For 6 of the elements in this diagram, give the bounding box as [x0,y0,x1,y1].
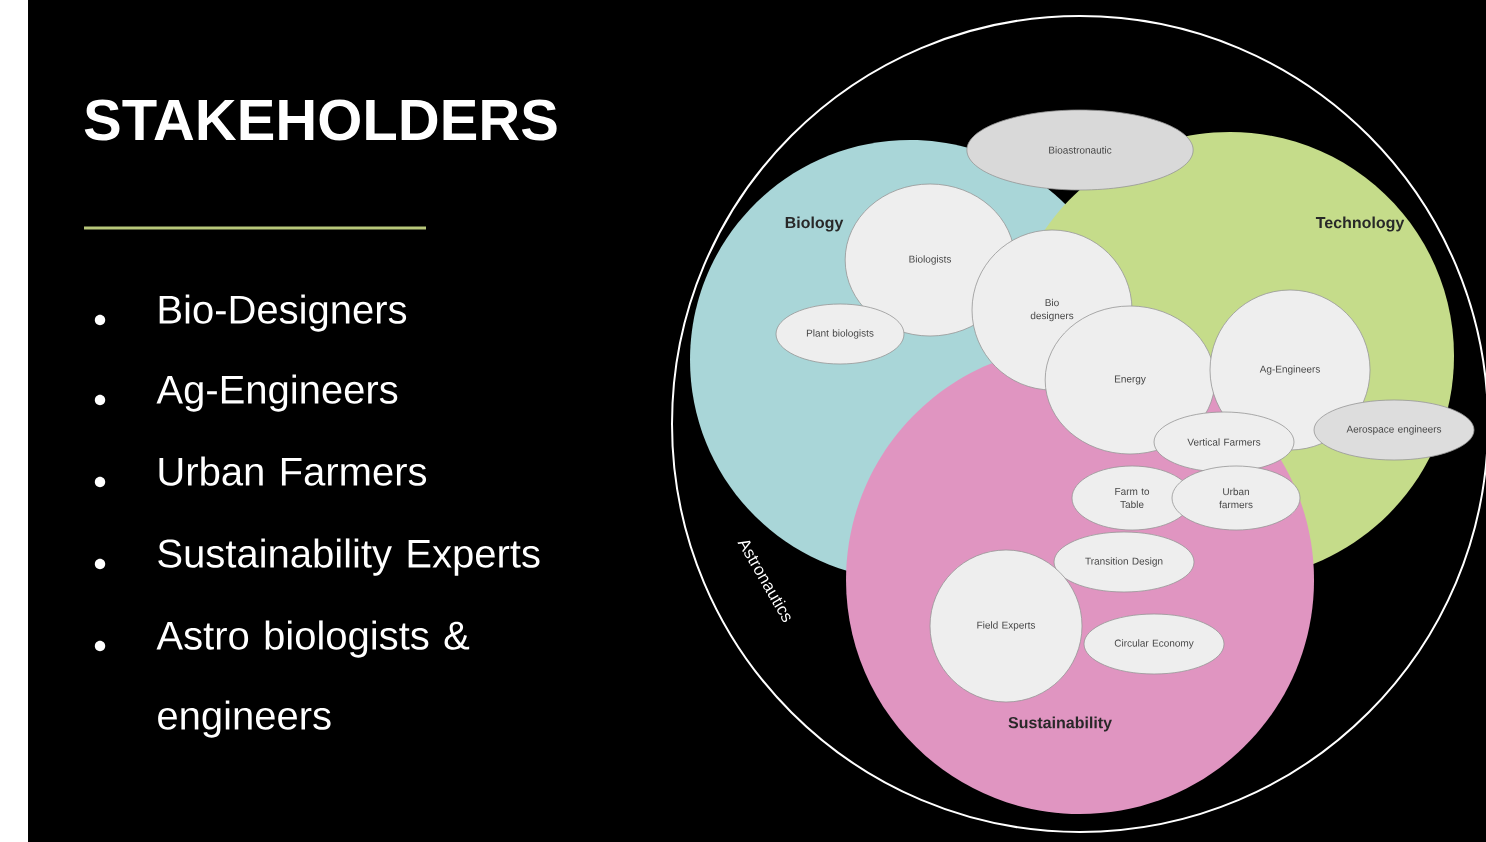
bullet-item: Bio-Designers [159,294,407,332]
bullet-item: Astro biologists & engineers [156,620,470,738]
bullet-item: Ag-Engineers [156,374,398,412]
bullet-item: Sustainability Experts [158,538,540,576]
bullet-item: Urban Farmers [159,456,427,486]
slide-title: STAKEHOLDERS [84,99,557,141]
